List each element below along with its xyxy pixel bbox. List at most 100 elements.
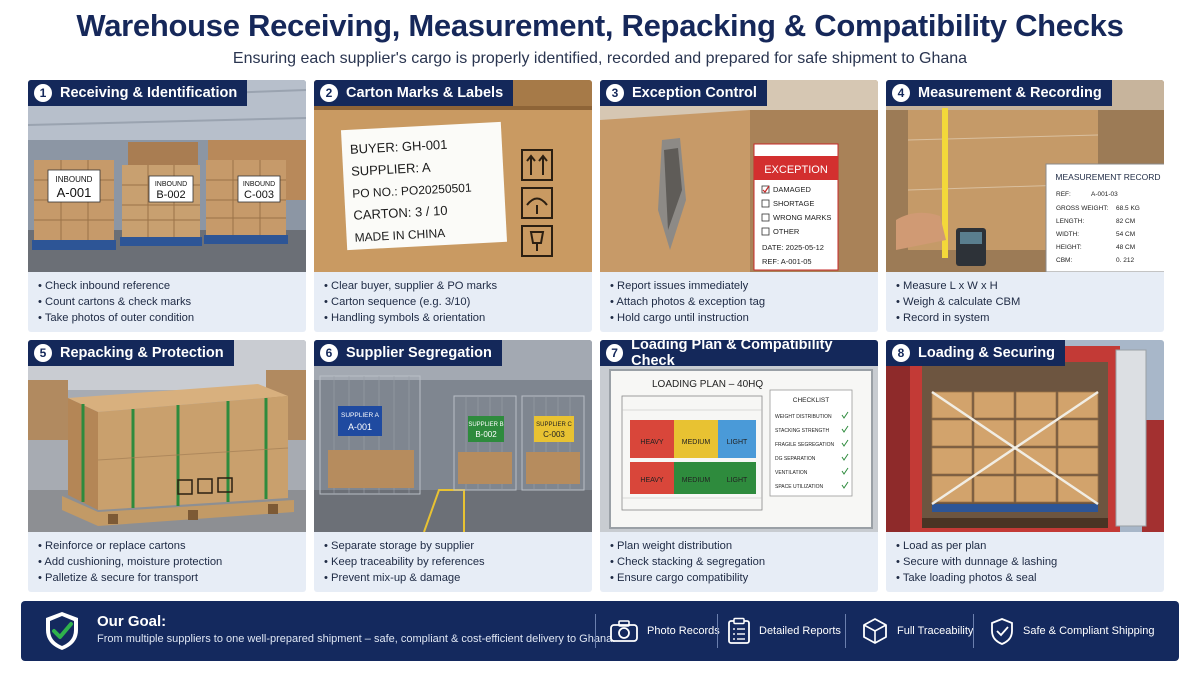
carton-supplier: SUPPLIER: A [351,160,431,179]
inbound-ref-c: C-003 [244,189,274,201]
supplier-sign-ref: A-001 [348,422,372,432]
zone-label: MEDIUM [682,439,711,446]
goal-text: From multiple suppliers to one well-prep… [97,633,616,645]
step-number: 5 [34,344,52,362]
step-title: Receiving & Identification [60,85,238,101]
step-bullets: Check inbound reference Count cartons & … [38,278,300,326]
exception-date: DATE: 2025-05-12 [762,243,824,252]
box-icon [863,618,887,644]
step-card-exception: EXCEPTION DAMAGED SHORTAGE WRONG MARKS O… [600,80,878,332]
step-title: Loading & Securing [918,345,1055,361]
shield-check-icon [46,612,78,650]
bullet-item: Clear buyer, supplier & PO marks [324,278,586,294]
step-header: 5 Repacking & Protection [28,340,234,366]
carton-buyer: BUYER: GH-001 [350,137,448,157]
checklist-item: FRAGILE SEGREGATION [775,442,834,448]
bullet-item: Take photos of outer condition [38,310,300,326]
bullet-item: Secure with dunnage & lashing [896,554,1158,570]
exception-option: DAMAGED [773,185,812,194]
step-number: 7 [606,344,624,362]
bullet-item: Ensure cargo compatibility [610,570,872,586]
measurement-value: 54 CM [1116,231,1135,238]
loading-plan-photo: LOADING PLAN – 40HQ HEAVY MEDIUM LIGHT H… [600,340,878,532]
measurement-value: 48 CM [1116,244,1135,251]
bullet-item: Report issues immediately [610,278,872,294]
zone-label: LIGHT [727,439,748,446]
bullet-item: Reinforce or replace cartons [38,538,300,554]
carton-po: PO NO.: PO20250501 [352,181,472,201]
bullet-item: Palletize & secure for transport [38,570,300,586]
step-card-segregation: SUPPLIER A A-001 SUPPLIER B B-002 SUPPLI… [314,340,592,592]
step-bullets: Report issues immediately Attach photos … [610,278,872,326]
exception-option: OTHER [773,227,800,236]
bullet-item: Prevent mix-up & damage [324,570,586,586]
goal-banner: Our Goal: From multiple suppliers to one… [21,601,1179,661]
step-bullets: Load as per plan Secure with dunnage & l… [896,538,1158,586]
measurement-key: REF: [1056,191,1071,198]
inbound-label-c: INBOUND [243,181,275,188]
supplier-sign-label: SUPPLIER A [341,412,380,419]
step-bullets: Measure L x W x H Weigh & calculate CBM … [896,278,1158,326]
measurement-photo: MEASUREMENT RECORD REF: A-001-03 GROSS W… [886,80,1164,272]
step-title: Supplier Segregation [346,345,492,361]
bullet-item: Add cushioning, moisture protection [38,554,300,570]
step-header: 7 Loading Plan & Compatibility Check [600,340,878,369]
feature-label: Photo Records [647,625,720,637]
step-card-receiving: INBOUND A-001 INBOUND B-002 INBOUND C-00… [28,80,306,332]
step-card-repacking: 5 Repacking & Protection Reinforce or re… [28,340,306,592]
step-card-carton-marks: BUYER: GH-001 SUPPLIER: A PO NO.: PO2025… [314,80,592,332]
step-number: 8 [892,344,910,362]
step-bullets: Separate storage by supplier Keep tracea… [324,538,586,586]
loading-plan-heading: LOADING PLAN – 40HQ [652,379,763,390]
supplier-sign-label: SUPPLIER C [536,422,572,428]
checklist-title: CHECKLIST [793,397,830,404]
step-header: 3 Exception Control [600,80,767,106]
exception-option: WRONG MARKS [773,213,831,222]
bullet-item: Record in system [896,310,1158,326]
divider [595,614,596,648]
exception-ref: REF: A-001-05 [762,257,812,266]
feature-label: Detailed Reports [759,625,841,637]
measurement-heading: MEASUREMENT RECORD [1055,172,1160,182]
camera-icon [610,620,638,642]
feature-label: Safe & Compliant Shipping [1023,625,1155,637]
bullet-item: Check stacking & segregation [610,554,872,570]
exception-option: SHORTAGE [773,199,814,208]
step-header: 2 Carton Marks & Labels [314,80,514,106]
feature-label: Full Traceability [897,625,974,637]
step-title: Measurement & Recording [918,85,1102,101]
bullet-item: Separate storage by supplier [324,538,586,554]
checklist-item: WEIGHT DISTRIBUTION [775,414,832,420]
carton-count: CARTON: 3 / 10 [353,203,448,223]
shield-icon [991,618,1013,645]
zone-label: HEAVY [640,477,664,484]
page-subtitle: Ensuring each supplier's cargo is proper… [232,50,968,67]
step-bullets: Clear buyer, supplier & PO marks Carton … [324,278,586,326]
bullet-item: Handling symbols & orientation [324,310,586,326]
measurement-value: 68.5 KG [1116,205,1140,212]
inbound-ref-b: B-002 [156,189,185,201]
feature-detailed-reports: Detailed Reports [727,601,841,661]
bullet-item: Load as per plan [896,538,1158,554]
step-header: 1 Receiving & Identification [28,80,248,106]
exception-photo: EXCEPTION DAMAGED SHORTAGE WRONG MARKS O… [600,80,878,272]
segregation-photo: SUPPLIER A A-001 SUPPLIER B B-002 SUPPLI… [314,340,592,532]
step-title: Repacking & Protection [60,345,224,361]
zone-label: MEDIUM [682,477,711,484]
container-photo: 8 Loading & Securing [886,340,1164,532]
measurement-value: 0. 212 [1116,257,1134,264]
inbound-ref-a: A-001 [57,185,92,200]
receiving-photo: INBOUND A-001 INBOUND B-002 INBOUND C-00… [28,80,306,272]
measurement-key: CBM: [1056,257,1072,264]
step-number: 4 [892,84,910,102]
bullet-item: Attach photos & exception tag [610,294,872,310]
bullet-item: Count cartons & check marks [38,294,300,310]
checklist-item: STACKING STRENGTH [775,428,829,434]
zone-label: HEAVY [640,439,664,446]
carton-photo: BUYER: GH-001 SUPPLIER: A PO NO.: PO2025… [314,80,592,272]
step-title: Carton Marks & Labels [346,85,504,101]
step-number: 6 [320,344,338,362]
measurement-value: 82 CM [1116,218,1135,225]
feature-photo-records: Photo Records [609,601,720,661]
step-title: Exception Control [632,85,757,101]
